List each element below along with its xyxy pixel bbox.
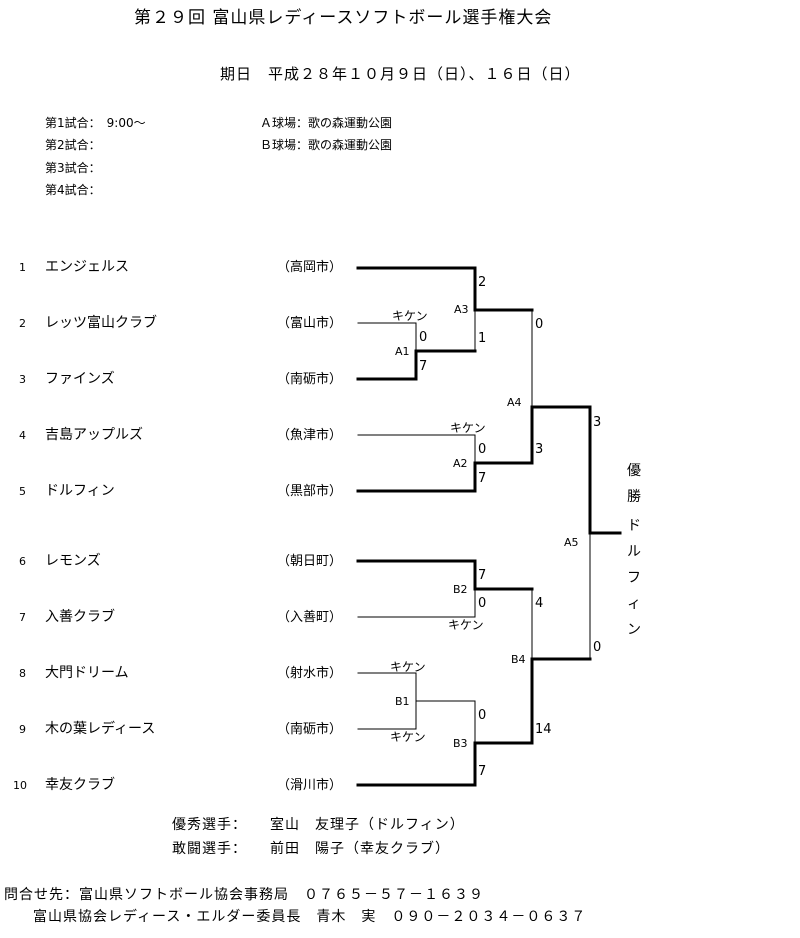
- team-number: 2: [19, 317, 26, 330]
- team-name: エンジェルス: [45, 259, 129, 275]
- schedule-game-3: 第3試合：: [45, 161, 101, 175]
- award-value: 前田 陽子（幸友クラブ）: [270, 841, 450, 857]
- team-number: 4: [19, 429, 26, 442]
- game-label-b4: B4: [511, 653, 526, 666]
- team-city: （南砺市）: [277, 372, 343, 387]
- game-label-a4: A4: [507, 396, 522, 409]
- team-number: 1: [19, 261, 26, 274]
- champion-team: ドルフィン: [627, 518, 641, 638]
- field-b: Ｂ球場：歌の森運動公園: [260, 138, 393, 152]
- team-name: 木の葉レディース: [45, 721, 156, 737]
- score: 2: [478, 275, 487, 290]
- team-name: 吉島アップルズ: [45, 427, 143, 443]
- score: 0: [419, 330, 428, 345]
- game-label-a1: A1: [395, 345, 410, 358]
- game-label-b2: B2: [453, 583, 468, 596]
- schedule-game-1: 第1試合： 9:00～: [45, 116, 146, 130]
- team-city: （朝日町）: [277, 554, 343, 569]
- page-title: 第２９回 富山県レディースソフトボール選手権大会: [134, 8, 553, 28]
- score: 0: [478, 708, 487, 723]
- score: 0: [478, 596, 487, 611]
- score: 7: [419, 359, 428, 374]
- team-city: （射水市）: [277, 666, 343, 681]
- team-number: 3: [19, 373, 26, 386]
- team-number: 6: [19, 555, 26, 568]
- score: 4: [535, 596, 544, 611]
- award-label: 敢闘選手：: [172, 841, 247, 857]
- award-label: 優秀選手：: [172, 817, 247, 833]
- team-name: レッツ富山クラブ: [45, 315, 157, 331]
- award-value: 室山 友理子（ドルフィン）: [270, 817, 465, 833]
- team-name: 幸友クラブ: [45, 777, 115, 793]
- forfeit-note: キケン: [448, 618, 484, 632]
- score: 7: [478, 568, 487, 583]
- score: 7: [478, 471, 487, 486]
- champion-label: 優勝: [627, 463, 641, 505]
- team-number: 10: [13, 779, 27, 792]
- game-label-b3: B3: [453, 737, 468, 750]
- forfeit-note: キケン: [392, 309, 428, 323]
- game-label-a5: A5: [564, 536, 579, 549]
- team-city: （南砺市）: [277, 722, 343, 737]
- event-date: 期日 平成２８年１０月９日（日）、１６日（日）: [220, 65, 581, 83]
- team-name: ファインズ: [45, 371, 115, 387]
- score: 0: [478, 442, 487, 457]
- contact-line-1: 問合せ先：富山県ソフトボール協会事務局 ０７６５－５７－１６３９: [4, 887, 484, 903]
- team-city: （黒部市）: [277, 484, 343, 499]
- team-name: 入善クラブ: [45, 609, 115, 625]
- team-number: 5: [19, 485, 26, 498]
- score: 7: [478, 764, 487, 779]
- team-city: （富山市）: [277, 316, 343, 331]
- forfeit-note: キケン: [450, 421, 486, 435]
- score: 3: [535, 442, 544, 457]
- contact-line-2: 富山県協会レディース・エルダー委員長 青木 実 ０９０－２０３４－０６３７: [33, 909, 587, 925]
- team-number: 9: [19, 723, 26, 736]
- score: 0: [593, 640, 602, 655]
- team-city: （入善町）: [277, 610, 343, 625]
- team-number: 7: [19, 611, 26, 624]
- team-city: （高岡市）: [277, 260, 343, 275]
- team-city: （滑川市）: [277, 778, 343, 793]
- schedule-game-2: 第2試合：: [45, 138, 101, 152]
- game-label-a2: A2: [453, 457, 468, 470]
- forfeit-note: キケン: [390, 660, 426, 674]
- score: 3: [593, 415, 602, 430]
- score: 14: [535, 722, 552, 737]
- team-name: レモンズ: [45, 553, 101, 569]
- field-a: Ａ球場：歌の森運動公園: [260, 116, 393, 130]
- forfeit-note: キケン: [390, 730, 426, 744]
- game-label-a3: A3: [454, 303, 469, 316]
- score: 0: [535, 317, 544, 332]
- game-label-b1: B1: [395, 695, 410, 708]
- team-name: ドルフィン: [45, 483, 115, 499]
- schedule-game-4: 第4試合：: [45, 183, 101, 197]
- team-name: 大門ドリーム: [45, 665, 129, 681]
- score: 1: [478, 331, 487, 346]
- team-number: 8: [19, 667, 26, 680]
- team-city: （魚津市）: [277, 428, 343, 443]
